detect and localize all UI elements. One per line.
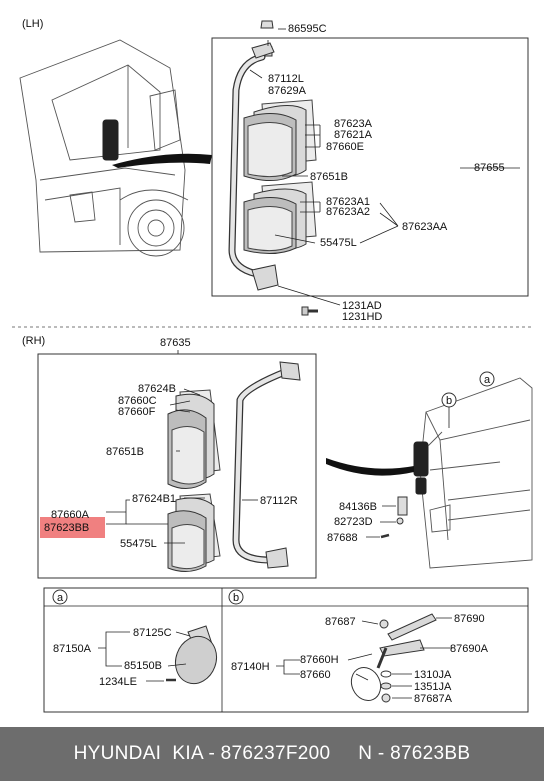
label-87690: 87690 <box>454 613 485 625</box>
label-87635: 87635 <box>160 337 191 349</box>
label-1231hd: 1231HD <box>342 311 382 323</box>
svg-text:a: a <box>57 592 64 604</box>
label-87140h: 87140H <box>231 661 270 673</box>
label-87150a: 87150A <box>53 643 92 655</box>
label-87623a1: 87623A1 <box>326 196 370 208</box>
lh-part-labels: 86595C 87112L 87629A 87623A 87621A 87660… <box>260 20 505 323</box>
detail-b-mirror <box>276 613 452 703</box>
label-1234le: 1234LE <box>99 676 137 688</box>
label-87112r: 87112R <box>260 495 298 507</box>
label-1351ja: 1351JA <box>414 681 452 693</box>
label-87651b-rh: 87651B <box>106 446 144 458</box>
clip-86595c-icon <box>260 20 274 29</box>
label-87690a: 87690A <box>450 643 489 655</box>
truck-small-parts <box>366 496 408 539</box>
lh-lower-mirror <box>243 181 317 254</box>
label-87655: 87655 <box>474 162 505 174</box>
label-87660e: 87660E <box>326 141 364 153</box>
label-87112l: 87112L <box>268 73 304 85</box>
label-87660a: 87660A <box>51 509 90 521</box>
highlight-87623bb <box>40 517 105 538</box>
marker-b-header: b <box>228 589 244 605</box>
rh-assembly-box <box>37 353 317 579</box>
rh-section-label: (RH) <box>22 335 45 347</box>
callout-pointer <box>112 153 212 168</box>
marker-b-truck: b <box>441 392 457 408</box>
marker-a-truck: a <box>479 371 495 387</box>
label-82723d: 82723D <box>334 516 373 528</box>
lh-leader-lines <box>249 28 520 306</box>
label-84136b: 84136B <box>339 501 377 513</box>
lh-upper-mirror <box>243 99 317 181</box>
label-55475l-lh: 55475L <box>320 237 357 249</box>
label-87651b: 87651B <box>310 171 348 183</box>
part-number-footer: HYUNDAI KIA - 876237F200 N - 87623BB <box>0 727 544 781</box>
label-87623bb: 87623BB <box>44 522 89 534</box>
svg-text:a: a <box>484 374 491 386</box>
callout-pointer-rh <box>326 458 414 476</box>
rh-upper-mirror <box>167 389 221 489</box>
parts-diagram: (LH) <box>12 18 533 713</box>
rh-mirror-arm <box>232 361 301 569</box>
label-1231ad: 1231AD <box>342 300 382 312</box>
label-87624b: 87624B <box>138 383 176 395</box>
label-87623a2: 87623A2 <box>326 206 370 218</box>
label-87623aa: 87623AA <box>402 221 448 233</box>
label-87660c: 87660C <box>118 395 157 407</box>
marker-a-header: a <box>52 589 68 605</box>
detail-table <box>43 587 529 713</box>
rh-lower-mirror <box>167 493 221 572</box>
label-87621a: 87621A <box>334 129 373 141</box>
label-87623a: 87623A <box>334 118 373 130</box>
lh-assembly-box <box>211 37 529 297</box>
label-87629a: 87629A <box>268 85 307 97</box>
label-55475l-rh: 55475L <box>120 538 157 550</box>
mirror-position-marker <box>102 119 119 161</box>
label-87687: 87687 <box>325 616 356 628</box>
rh-part-labels: 87624B 87660C 87660F 87651B 87624B1 8711… <box>44 383 298 550</box>
lh-section-label: (LH) <box>22 18 43 30</box>
label-87125c: 87125C <box>133 627 172 639</box>
svg-text:b: b <box>233 592 239 604</box>
label-85150b: 85150B <box>124 660 162 672</box>
svg-text:b: b <box>446 395 452 407</box>
label-87688: 87688 <box>327 532 358 544</box>
label-87660f: 87660F <box>118 406 156 418</box>
label-87624b1: 87624B1 <box>132 493 176 505</box>
label-86595c: 86595C <box>288 23 327 35</box>
label-87687a: 87687A <box>414 693 453 705</box>
footer-text: HYUNDAI KIA - 876237F200 N - 87623BB <box>73 743 471 764</box>
label-87660: 87660 <box>300 669 331 681</box>
truck-cab-illustration-lh <box>19 39 189 257</box>
rh-leader-lines <box>106 388 258 544</box>
label-1310ja: 1310JA <box>414 669 452 681</box>
bolt-1231ad <box>301 306 318 316</box>
truck-cab-illustration-rh <box>413 377 533 569</box>
detail-a-mirror <box>98 625 218 685</box>
label-87660h: 87660H <box>300 654 339 666</box>
lh-mirror-arm <box>228 42 279 291</box>
